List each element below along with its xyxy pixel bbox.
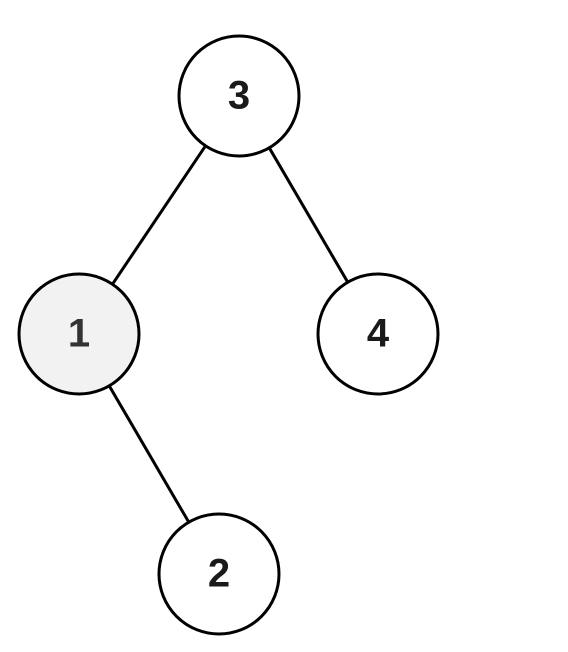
edge-n3-n1: [111, 144, 207, 286]
edge-n1-n2: [107, 385, 191, 523]
node-circle: [316, 272, 440, 396]
edge-n3-n4: [267, 147, 350, 283]
node-circle: [177, 34, 301, 158]
nodes-layer: 3 1 4 2: [17, 34, 440, 636]
tree-node-2: 2: [157, 512, 281, 636]
tree-node-1: 1: [17, 272, 141, 396]
node-circle: [157, 512, 281, 636]
edges-layer: [107, 144, 350, 523]
node-label: 3: [228, 74, 250, 118]
node-circle: [17, 272, 141, 396]
node-label: 1: [68, 312, 90, 356]
tree-node-3: 3: [177, 34, 301, 158]
node-label: 4: [367, 312, 390, 356]
tree-node-4: 4: [316, 272, 440, 396]
node-label: 2: [208, 552, 230, 596]
